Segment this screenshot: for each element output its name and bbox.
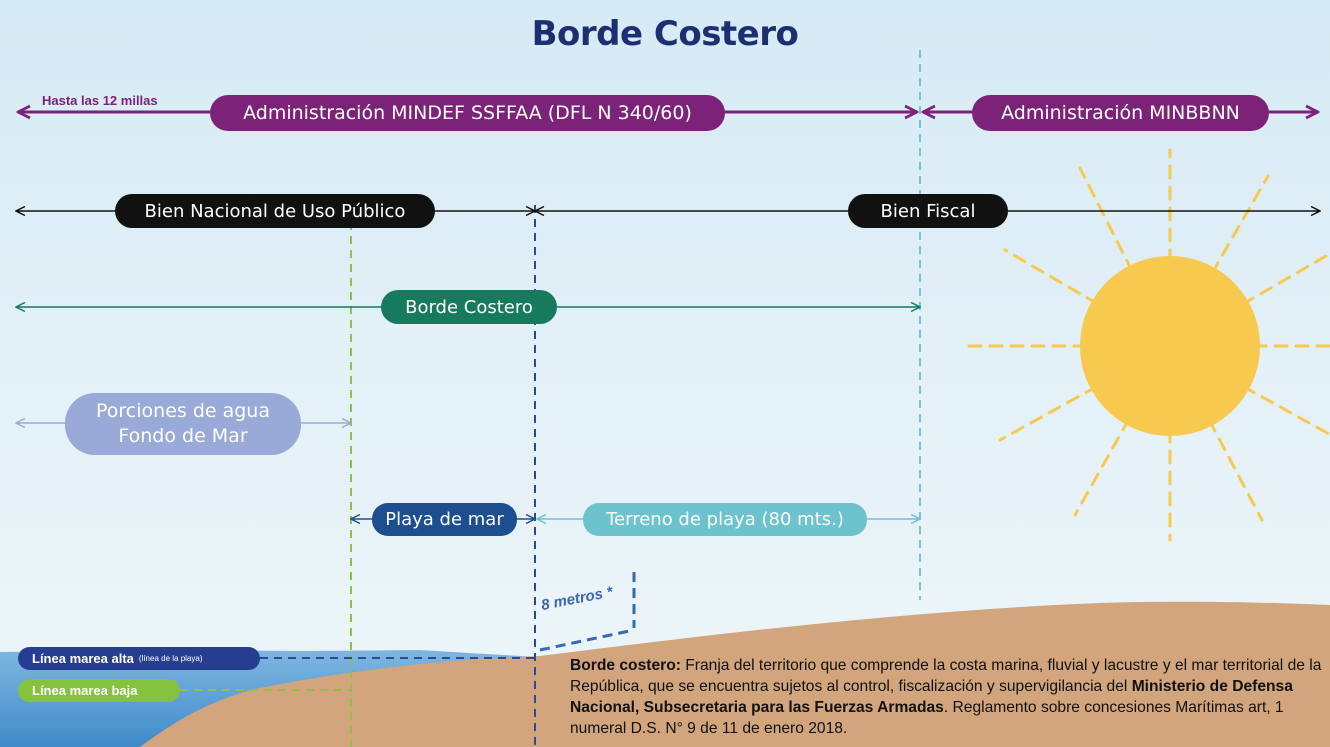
sand — [140, 601, 1330, 747]
definition-bold: Ministerio de Defensa Nacional, Subsecre… — [570, 678, 1293, 716]
definition-text: Borde costero: Franja del territorio que… — [570, 655, 1326, 739]
sun-icon — [966, 148, 1330, 542]
low-tide-label: Línea marea baja — [32, 683, 138, 698]
minbbnn-administration-label: Administración MINBBNN — [972, 95, 1269, 131]
definition-term: Borde costero: — [570, 657, 681, 674]
definition-text-2: . Reglamento sobre concesiones Marítimas… — [570, 699, 1284, 737]
low-tide-tag: Línea marea baja — [18, 679, 180, 702]
bien-nacional-label: Bien Nacional de Uso Público — [115, 194, 435, 228]
terreno-de-playa-label: Terreno de playa (80 mts.) — [583, 503, 867, 536]
twelve-miles-label: Hasta las 12 millas — [42, 93, 158, 108]
page-title: Borde Costero — [531, 14, 799, 54]
mindef-administration-label: Administración MINDEF SSFFAA (DFL N 340/… — [210, 95, 725, 131]
playa-de-mar-label: Playa de mar — [372, 503, 517, 536]
porciones-agua-line2: Fondo de Mar — [118, 425, 248, 447]
eight-meters-marker — [539, 572, 636, 652]
high-tide-label: Línea marea alta — [32, 651, 134, 666]
high-tide-tag: Línea marea alta (línea de la playa) — [18, 647, 260, 670]
bien-fiscal-label: Bien Fiscal — [848, 194, 1008, 228]
porciones-agua-label: Porciones de agua Fondo de Mar — [65, 393, 301, 455]
borde-costero-label: Borde Costero — [381, 290, 557, 324]
high-tide-note: (línea de la playa) — [138, 654, 203, 663]
definition-text-1: Franja del territorio que comprende la c… — [570, 657, 1322, 695]
porciones-agua-line1: Porciones de agua — [96, 400, 270, 422]
